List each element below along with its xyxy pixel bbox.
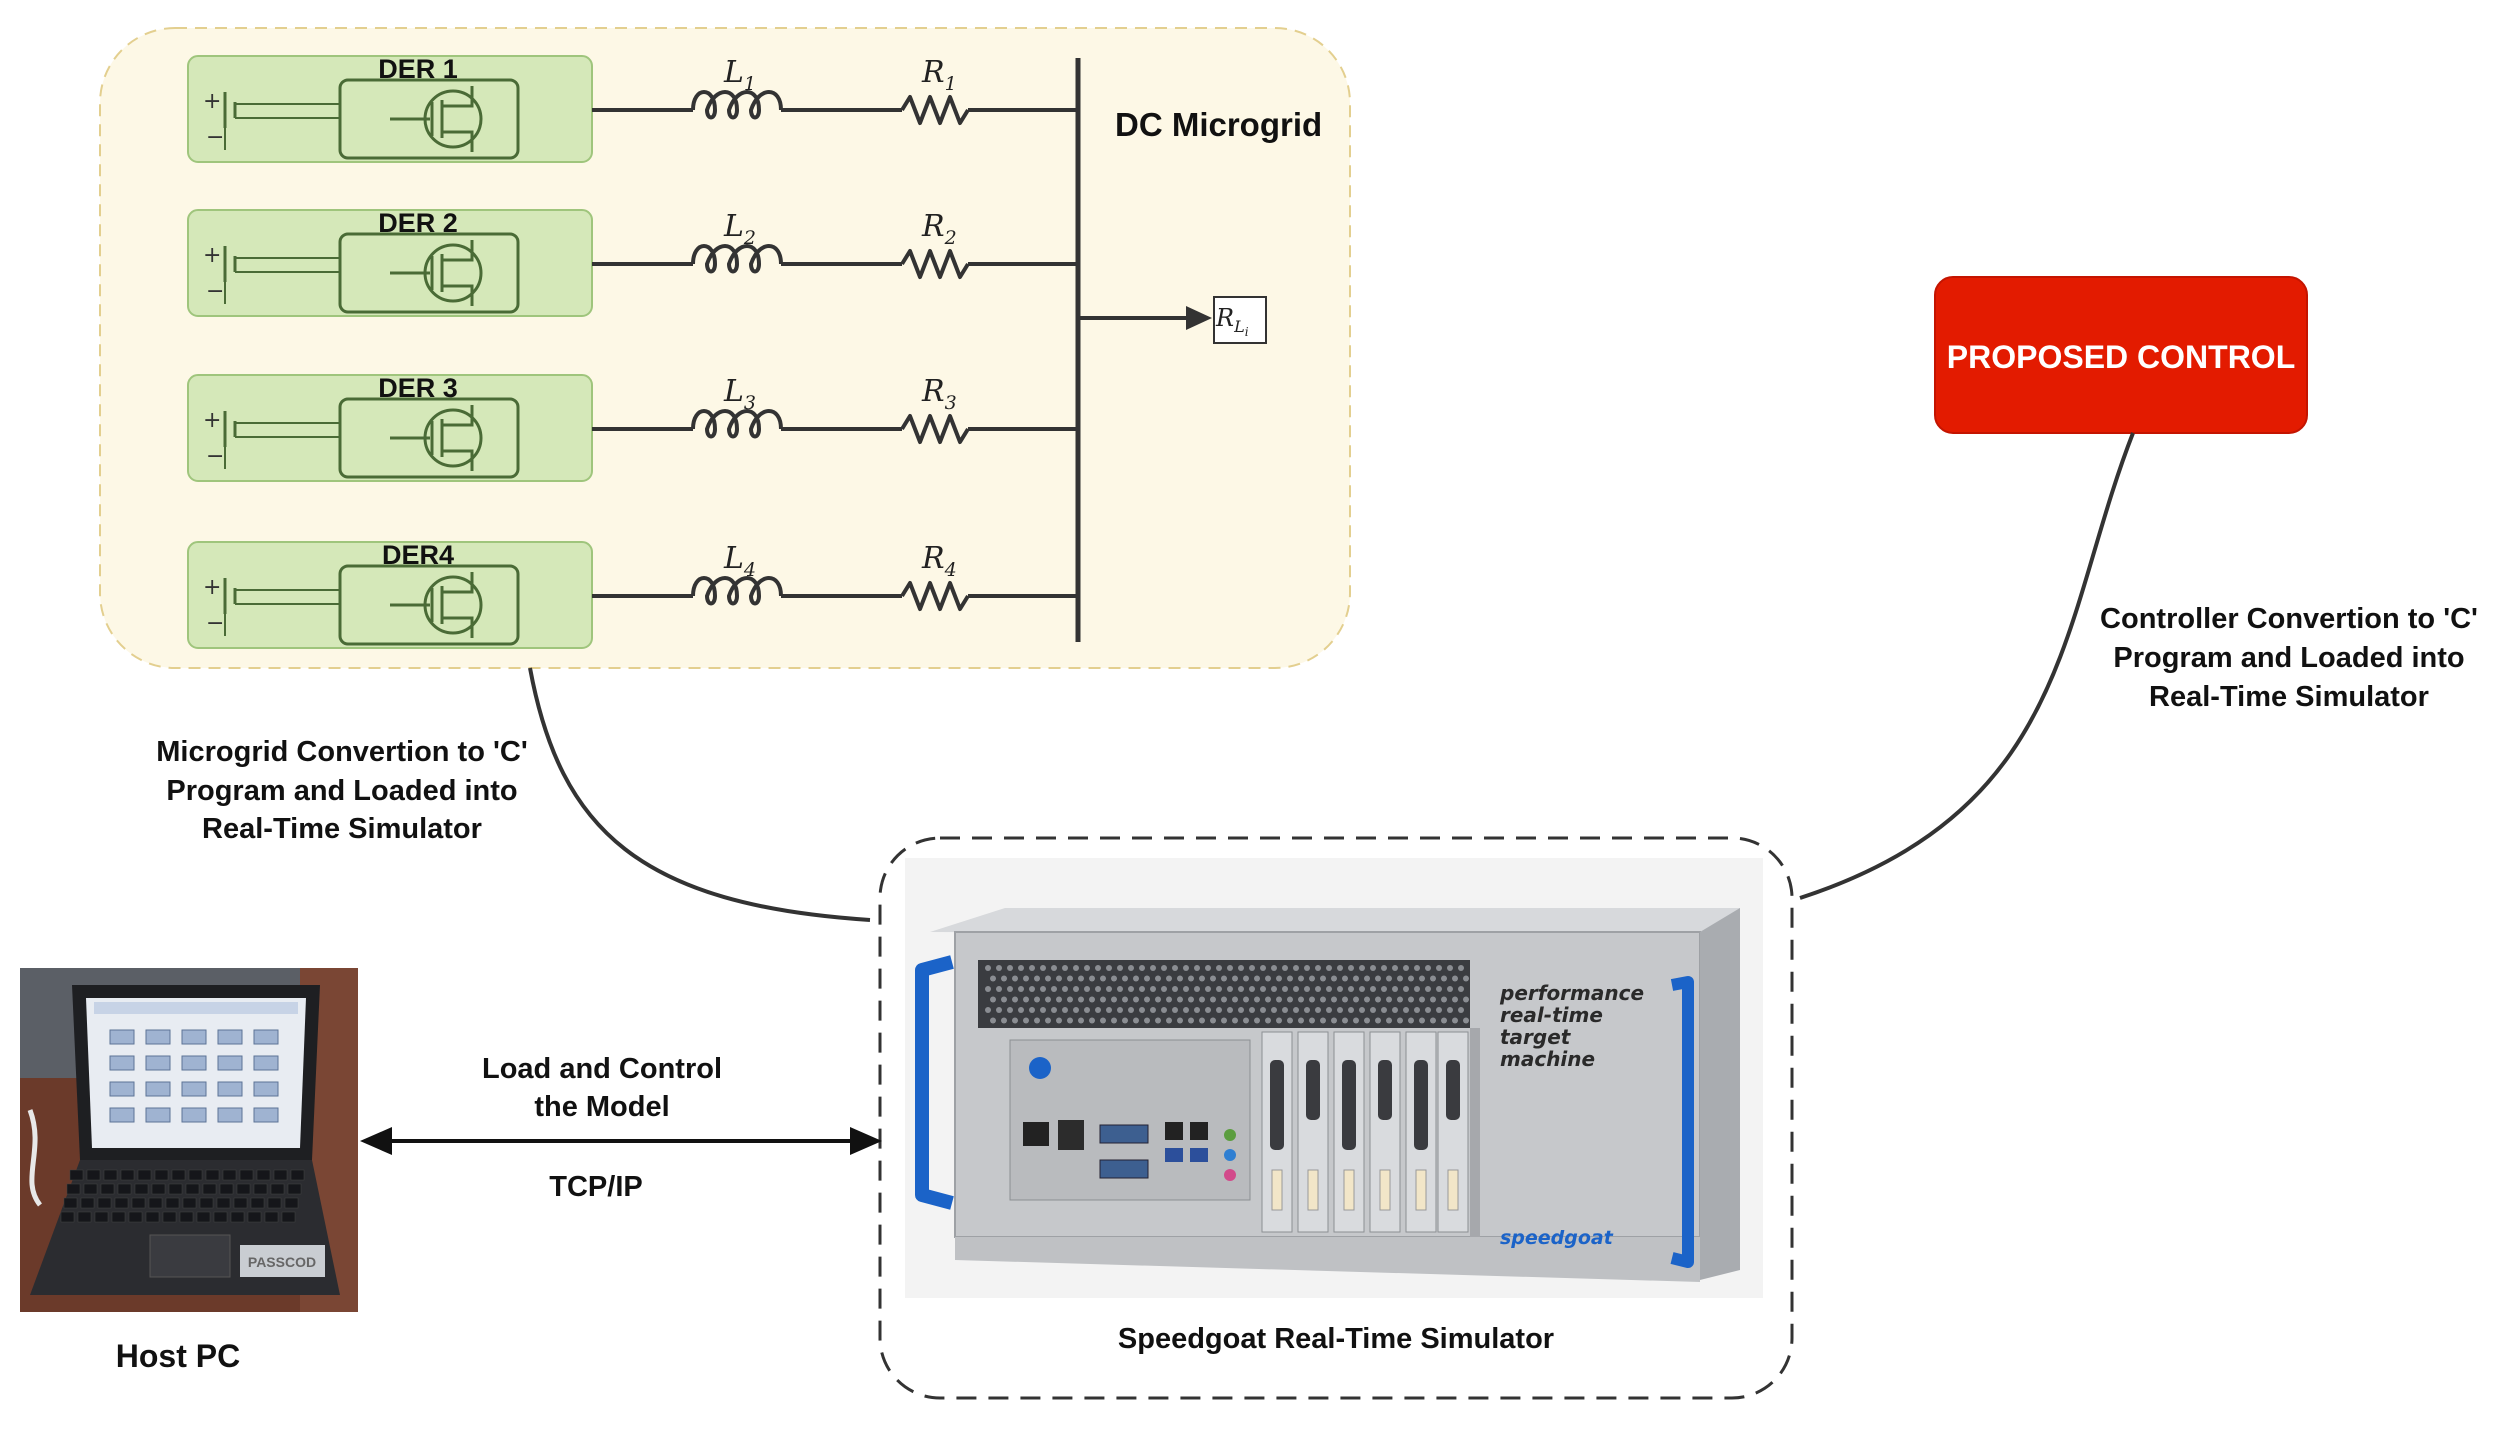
- host-pc-label: Host PC: [116, 1338, 240, 1374]
- svg-text:Load and Control: Load and Control: [482, 1053, 722, 1085]
- panel-text-line-4: machine: [1500, 1047, 1595, 1071]
- controller-conversion-note: Controller Convertion to 'C' Program and…: [2100, 603, 2478, 713]
- svg-text:+: +: [203, 408, 221, 433]
- battery-icon: +−: [203, 243, 340, 304]
- svg-text:+: +: [203, 243, 221, 268]
- resistor-icon: [900, 414, 970, 444]
- svg-text:−: −: [206, 279, 224, 304]
- inductor-label: L2: [723, 209, 756, 249]
- resistor-icon: [900, 249, 970, 279]
- resistor-label: R4: [921, 541, 957, 581]
- converter-icon: [338, 232, 520, 314]
- converter-icon: [338, 397, 520, 479]
- left-handle: [915, 955, 954, 1210]
- microgrid-to-simulator-curve: [528, 667, 871, 922]
- battery-icon: +−: [203, 575, 340, 636]
- svg-text:Program and Loaded into: Program and Loaded into: [2113, 642, 2464, 674]
- inductor-icon: [691, 576, 783, 606]
- resistor-icon: [900, 581, 970, 611]
- load-control-note: Load and Control the Model: [482, 1053, 722, 1123]
- inductor-label: L3: [723, 374, 756, 414]
- host-pc-photo: PASSCOD: [20, 968, 358, 1312]
- io-cards: [1261, 1031, 1469, 1233]
- laptop-sticker: PASSCOD: [248, 1254, 316, 1270]
- microgrid-conversion-note: Microgrid Convertion to 'C' Program and …: [156, 736, 527, 845]
- inductor-label: L4: [723, 541, 756, 581]
- resistor-label: R1: [921, 55, 957, 95]
- inductor-label: L1: [723, 55, 756, 95]
- panel-text-line-2: real-time: [1500, 1003, 1603, 1027]
- svg-text:Real-Time Simulator: Real-Time Simulator: [202, 813, 482, 845]
- battery-icon: +−: [203, 89, 340, 150]
- control-to-simulator-curve: [1799, 432, 2135, 900]
- svg-text:−: −: [206, 125, 224, 150]
- inductor-icon: [691, 409, 783, 439]
- svg-text:+: +: [203, 89, 221, 114]
- inductor-icon: [691, 244, 783, 274]
- svg-text:Program and Loaded into: Program and Loaded into: [166, 775, 517, 807]
- microgrid-title: DC Microgrid: [1115, 106, 1322, 143]
- proposed-control-label: PROPOSED CONTROL: [1947, 339, 2295, 375]
- tcpip-link: [360, 1127, 882, 1155]
- panel-text-line-1: performance: [1499, 981, 1644, 1005]
- svg-text:the Model: the Model: [534, 1091, 669, 1123]
- svg-text:−: −: [206, 444, 224, 469]
- converter-icon: [338, 78, 520, 160]
- battery-icon: +−: [203, 408, 340, 469]
- speedgoat-device-image: performance real-time target machine spe…: [915, 908, 1740, 1282]
- resistor-icon: [900, 95, 970, 125]
- speedgoat-brand: speedgoat: [1500, 1227, 1614, 1249]
- link-arrowhead-right: [850, 1127, 882, 1155]
- resistor-label: R2: [921, 209, 957, 249]
- link-arrowhead-left: [360, 1127, 392, 1155]
- svg-text:Microgrid Convertion to 'C': Microgrid Convertion to 'C': [156, 736, 527, 768]
- laptop-keyboard: [60, 1169, 305, 1223]
- svg-text:RLi: RLi: [1215, 304, 1249, 339]
- resistor-label: R3: [921, 374, 957, 414]
- panel-text-line-3: target: [1500, 1025, 1572, 1049]
- simulator-caption: Speedgoat Real-Time Simulator: [1118, 1323, 1554, 1355]
- load-resistor-box: RLi: [1213, 296, 1267, 344]
- svg-text:+: +: [203, 575, 221, 600]
- proposed-control-block[interactable]: PROPOSED CONTROL: [1934, 276, 2308, 434]
- load-subsub: i: [1245, 325, 1249, 339]
- inductor-icon: [691, 90, 783, 120]
- svg-text:−: −: [206, 611, 224, 636]
- power-button: [1029, 1057, 1051, 1079]
- load-arrow-head: [1186, 306, 1212, 330]
- converter-icon: [338, 564, 520, 646]
- vent-grille: [985, 965, 1469, 1024]
- svg-text:Controller Convertion to 'C': Controller Convertion to 'C': [2100, 603, 2478, 635]
- load-sub: L: [1233, 317, 1245, 336]
- protocol-label: TCP/IP: [549, 1171, 642, 1203]
- right-handle: [1670, 976, 1694, 1268]
- laptop-screen-content: [94, 1002, 298, 1123]
- load-label: R: [1215, 304, 1234, 332]
- svg-text:Real-Time Simulator: Real-Time Simulator: [2149, 681, 2429, 713]
